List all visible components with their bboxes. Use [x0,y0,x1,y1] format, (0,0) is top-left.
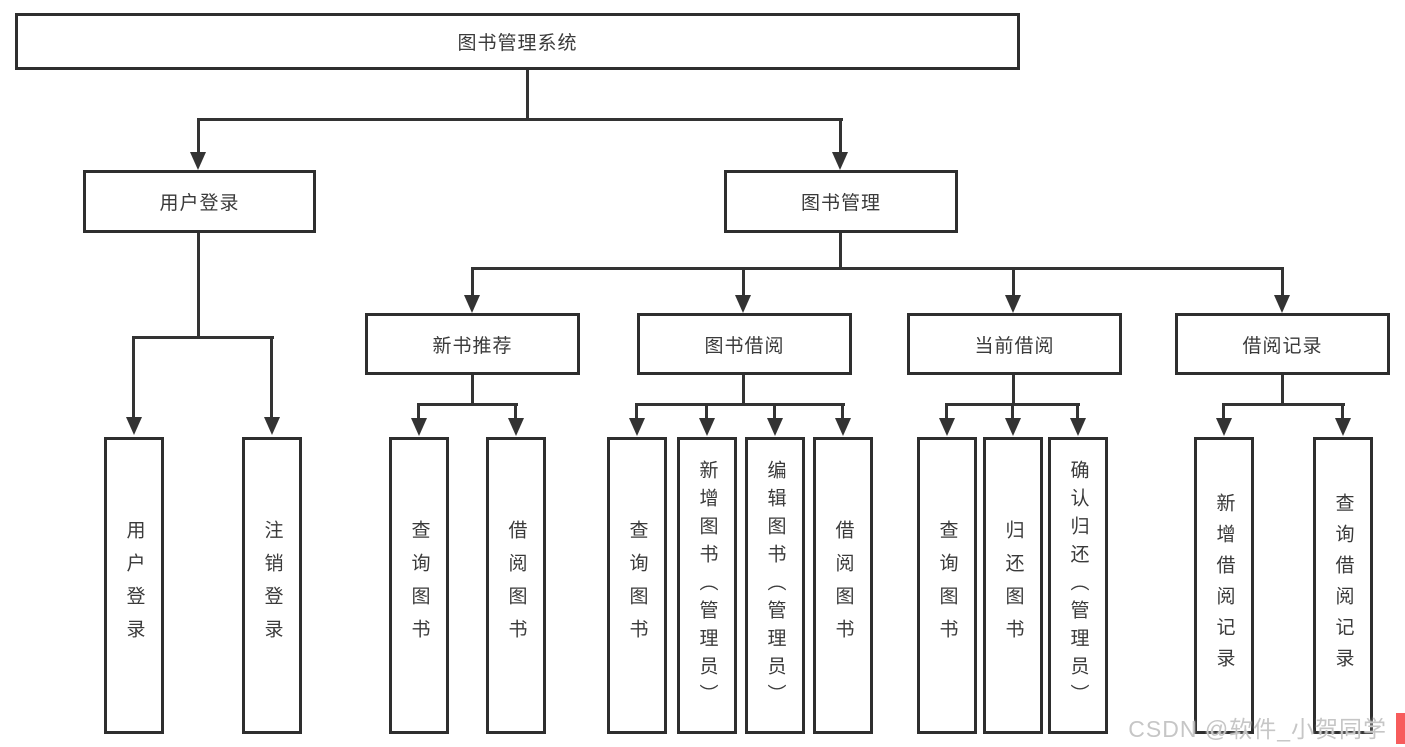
leaf-query-book-recommend: 查询图书 [389,437,449,734]
connector-line [841,403,844,420]
leaf-query-book-recommend-label: 查询图书 [408,519,430,652]
arrowhead-down-icon [767,418,783,436]
connector-bar-user-login [132,336,274,339]
leaf-borrow-book-borrow-label: 借阅图书 [832,519,854,652]
leaf-query-book-borrow-label: 查询图书 [626,519,648,652]
connector-line [742,267,745,297]
connector-stem-borrow-record [1281,374,1284,406]
connector-stem-root [526,68,529,120]
connector-stem-book-management [839,232,842,270]
node-book-borrow-label: 图书借阅 [704,335,785,357]
connector-stem-user-login [197,232,200,338]
connector-line [132,336,135,419]
leaf-query-borrow-record: 查询借阅记录 [1313,437,1373,734]
connector-bar-book-management [471,267,1284,270]
connector-line [1012,267,1015,297]
node-new-book-recommend-label: 新书推荐 [432,335,513,357]
leaf-add-book-admin-label: 新增图书（管理员） [696,459,718,712]
connector-bar-new-book-recommend [417,403,518,406]
leaf-edit-book-admin-label: 编辑图书（管理员） [764,459,786,712]
connector-bar-root [197,118,843,121]
leaf-user-login-label: 用户登录 [123,519,145,652]
connector-line [839,118,842,154]
node-current-borrow-label: 当前借阅 [974,335,1055,357]
leaf-confirm-return-admin-label: 确认归还（管理员） [1067,459,1089,712]
leaf-query-book-current: 查询图书 [917,437,977,734]
arrowhead-down-icon [1335,418,1351,436]
connector-line [270,336,273,419]
node-borrow-record: 借阅记录 [1175,313,1390,375]
connector-line [514,403,517,420]
node-root-label: 图书管理系统 [457,33,578,54]
leaf-confirm-return-admin: 确认归还（管理员） [1048,437,1108,734]
connector-stem-current-borrow [1012,374,1015,406]
arrowhead-down-icon [1005,418,1021,436]
node-book-management-label: 图书管理 [800,193,881,214]
arrowhead-down-icon [411,418,427,436]
arrowhead-down-icon [835,418,851,436]
node-current-borrow: 当前借阅 [907,313,1122,375]
arrowhead-down-icon [629,418,645,436]
arrowhead-down-icon [832,152,848,170]
leaf-edit-book-admin: 编辑图书（管理员） [745,437,805,734]
arrowhead-down-icon [126,417,142,435]
leaf-borrow-book-recommend: 借阅图书 [486,437,546,734]
leaf-add-book-admin: 新增图书（管理员） [677,437,737,734]
leaf-query-book-current-label: 查询图书 [936,519,958,652]
leaf-user-login: 用户登录 [104,437,164,734]
node-borrow-record-label: 借阅记录 [1242,335,1323,357]
arrowhead-down-icon [264,417,280,435]
connector-line [945,403,948,420]
connector-bar-book-borrow [635,403,845,406]
arrowhead-down-icon [1274,295,1290,313]
arrowhead-down-icon [190,152,206,170]
node-user-login-label: 用户登录 [159,193,240,214]
connector-line [471,267,474,297]
leaf-query-book-borrow: 查询图书 [607,437,667,734]
arrowhead-down-icon [464,295,480,313]
connector-line [1011,403,1014,420]
arrowhead-down-icon [735,295,751,313]
connector-line [417,403,420,420]
csdn-watermark: CSDN @软件_小贺同学 [1128,716,1387,742]
connector-line [773,403,776,420]
connector-line [635,403,638,420]
leaf-return-book-label: 归还图书 [1002,519,1024,652]
connector-stem-book-borrow [742,374,745,406]
leaf-query-borrow-record-label: 查询借阅记录 [1332,492,1354,679]
node-book-management: 图书管理 [724,170,958,233]
connector-line [705,403,708,420]
connector-line [197,118,200,154]
leaf-add-borrow-record-label: 新增借阅记录 [1213,492,1235,679]
connector-line [1222,403,1225,420]
arrowhead-down-icon [699,418,715,436]
leaf-add-borrow-record: 新增借阅记录 [1194,437,1254,734]
arrowhead-down-icon [1216,418,1232,436]
leaf-return-book: 归还图书 [983,437,1043,734]
node-root: 图书管理系统 [15,13,1020,70]
connector-line [1341,403,1344,420]
arrowhead-down-icon [1070,418,1086,436]
connector-bar-borrow-record [1222,403,1345,406]
arrowhead-down-icon [508,418,524,436]
leaf-logout-login-label: 注销登录 [261,519,283,652]
csdn-watermark-accent [1396,713,1405,744]
connector-line [1076,403,1079,420]
connector-line [1281,267,1284,297]
node-user-login: 用户登录 [83,170,316,233]
arrowhead-down-icon [1005,295,1021,313]
leaf-logout-login: 注销登录 [242,437,302,734]
arrowhead-down-icon [939,418,955,436]
node-book-borrow: 图书借阅 [637,313,852,375]
leaf-borrow-book-borrow: 借阅图书 [813,437,873,734]
leaf-borrow-book-recommend-label: 借阅图书 [505,519,527,652]
node-new-book-recommend: 新书推荐 [365,313,580,375]
connector-stem-new-book-recommend [471,374,474,406]
